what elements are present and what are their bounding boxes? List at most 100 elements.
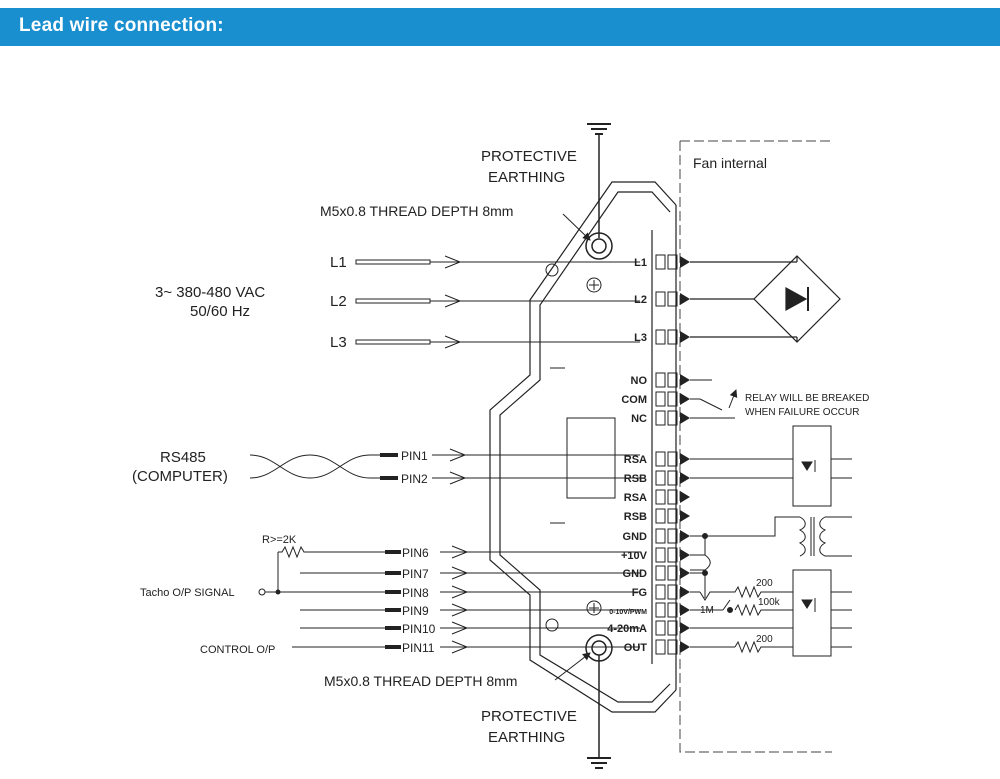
terminal-arrow bbox=[680, 453, 690, 465]
pin-plug bbox=[380, 453, 398, 457]
power-voltage-label: 3~ 380-480 VAC bbox=[155, 284, 265, 301]
tacho-node bbox=[258, 588, 385, 596]
power-wire bbox=[355, 259, 431, 265]
resistor-value-r3: 100k bbox=[758, 597, 781, 608]
earth-symbol-top bbox=[587, 123, 611, 238]
terminal-label: RSA bbox=[624, 454, 647, 466]
terminal-label: GND bbox=[623, 568, 648, 580]
terminal-slot bbox=[667, 508, 678, 524]
power-line-label: L3 bbox=[330, 334, 347, 351]
terminal-arrow bbox=[680, 393, 690, 405]
thread-top-label: M5x0.8 THREAD DEPTH 8mm bbox=[320, 203, 513, 219]
terminal-slot bbox=[655, 410, 666, 426]
chevron-right-icon bbox=[451, 566, 469, 580]
chevron-right-icon bbox=[451, 545, 469, 559]
chevron-right-icon bbox=[444, 335, 462, 349]
power-line-label: L2 bbox=[330, 293, 347, 310]
terminal-label: L1 bbox=[634, 257, 647, 269]
terminal-block: L1L2L3NOCOMNCRSARSBRSARSBGND+10VGNDFG0-1… bbox=[607, 254, 690, 655]
terminal-label: 4-20mA bbox=[607, 623, 647, 635]
earth-mark-bottom-icon bbox=[586, 600, 602, 616]
terminal-label: RSB bbox=[624, 473, 647, 485]
page-title: Lead wire connection: bbox=[19, 15, 224, 36]
terminal-arrow bbox=[680, 293, 690, 305]
terminal-arrow bbox=[680, 549, 690, 561]
power-frequency-label: 50/60 Hz bbox=[190, 303, 250, 320]
pin-plug bbox=[385, 550, 401, 554]
terminal-arrow bbox=[680, 510, 690, 522]
terminal-slot bbox=[667, 547, 678, 563]
rs485-pin-label: PIN2 bbox=[401, 472, 428, 486]
control-pin-label: PIN8 bbox=[402, 586, 429, 600]
terminal-arrow bbox=[680, 472, 690, 484]
screw-hole-top bbox=[585, 232, 613, 260]
terminal-slot bbox=[655, 489, 666, 505]
resistor-value-r2: 1M bbox=[700, 605, 714, 616]
resistor-label: R>=2K bbox=[262, 534, 297, 546]
terminal-label: FG bbox=[632, 587, 647, 599]
earth-mark-top-icon bbox=[586, 277, 602, 293]
terminal-label: NO bbox=[631, 375, 648, 387]
pin-plug bbox=[385, 590, 401, 594]
twisted-pair bbox=[249, 454, 380, 479]
pin-plug bbox=[385, 571, 401, 575]
control-pin-label: PIN9 bbox=[402, 604, 429, 618]
terminal-slot bbox=[655, 329, 666, 345]
terminal-arrow bbox=[680, 622, 690, 634]
chevron-right-icon bbox=[451, 585, 469, 599]
relay-note-line1: RELAY WILL BE BREAKED bbox=[745, 393, 869, 404]
terminal-slot bbox=[667, 410, 678, 426]
chevron-right-icon bbox=[449, 448, 467, 462]
pin-plug bbox=[380, 476, 398, 480]
terminal-slot bbox=[667, 372, 678, 388]
analog-input-network bbox=[690, 569, 852, 657]
earthing-bottom-line1: PROTECTIVE bbox=[481, 708, 577, 725]
earth-symbol-bottom bbox=[587, 655, 611, 769]
resistor-value-r1: 200 bbox=[756, 578, 773, 589]
control-pin-label: PIN10 bbox=[402, 622, 436, 636]
terminal-arrow bbox=[680, 331, 690, 343]
terminal-label: +10V bbox=[621, 550, 648, 562]
terminal-slot bbox=[655, 639, 666, 655]
earthing-top-line1: PROTECTIVE bbox=[481, 148, 577, 165]
terminal-slot bbox=[667, 254, 678, 270]
terminal-slot bbox=[667, 565, 678, 581]
power-line-label: L1 bbox=[330, 254, 347, 271]
header-bar: Lead wire connection: bbox=[0, 8, 1000, 46]
isolation-transformer bbox=[690, 516, 852, 598]
terminal-label: L2 bbox=[634, 294, 647, 306]
terminal-slot bbox=[667, 291, 678, 307]
control-pin-label: PIN11 bbox=[402, 641, 435, 655]
terminal-slot bbox=[667, 584, 678, 600]
bridge-rectifier bbox=[690, 255, 841, 343]
resistor-value-r4: 200 bbox=[756, 634, 773, 645]
tacho-label: Tacho O/P SIGNAL bbox=[140, 587, 235, 599]
terminal-slot bbox=[655, 470, 666, 486]
terminal-slot bbox=[655, 602, 666, 618]
terminal-label: RSA bbox=[624, 492, 647, 504]
terminal-arrow bbox=[680, 586, 690, 598]
connector-housing bbox=[489, 181, 677, 713]
chevron-right-icon bbox=[444, 255, 462, 269]
terminal-slot bbox=[667, 451, 678, 467]
terminal-slot bbox=[655, 451, 666, 467]
terminal-slot bbox=[667, 620, 678, 636]
terminal-slot bbox=[655, 528, 666, 544]
terminal-arrow bbox=[680, 256, 690, 268]
connector-center-block bbox=[566, 417, 616, 499]
chevron-right-icon bbox=[451, 621, 469, 635]
terminal-slot bbox=[667, 489, 678, 505]
pin-plug bbox=[385, 626, 401, 630]
terminal-slot bbox=[667, 470, 678, 486]
terminal-slot bbox=[667, 391, 678, 407]
terminal-label: COM bbox=[621, 394, 647, 406]
terminal-arrow bbox=[680, 567, 690, 579]
pin-plug bbox=[385, 608, 401, 612]
terminal-arrow bbox=[680, 412, 690, 424]
pin-plug bbox=[385, 645, 401, 649]
chevron-right-icon bbox=[449, 471, 467, 485]
relay-note-line2: WHEN FAILURE OCCUR bbox=[745, 407, 859, 418]
